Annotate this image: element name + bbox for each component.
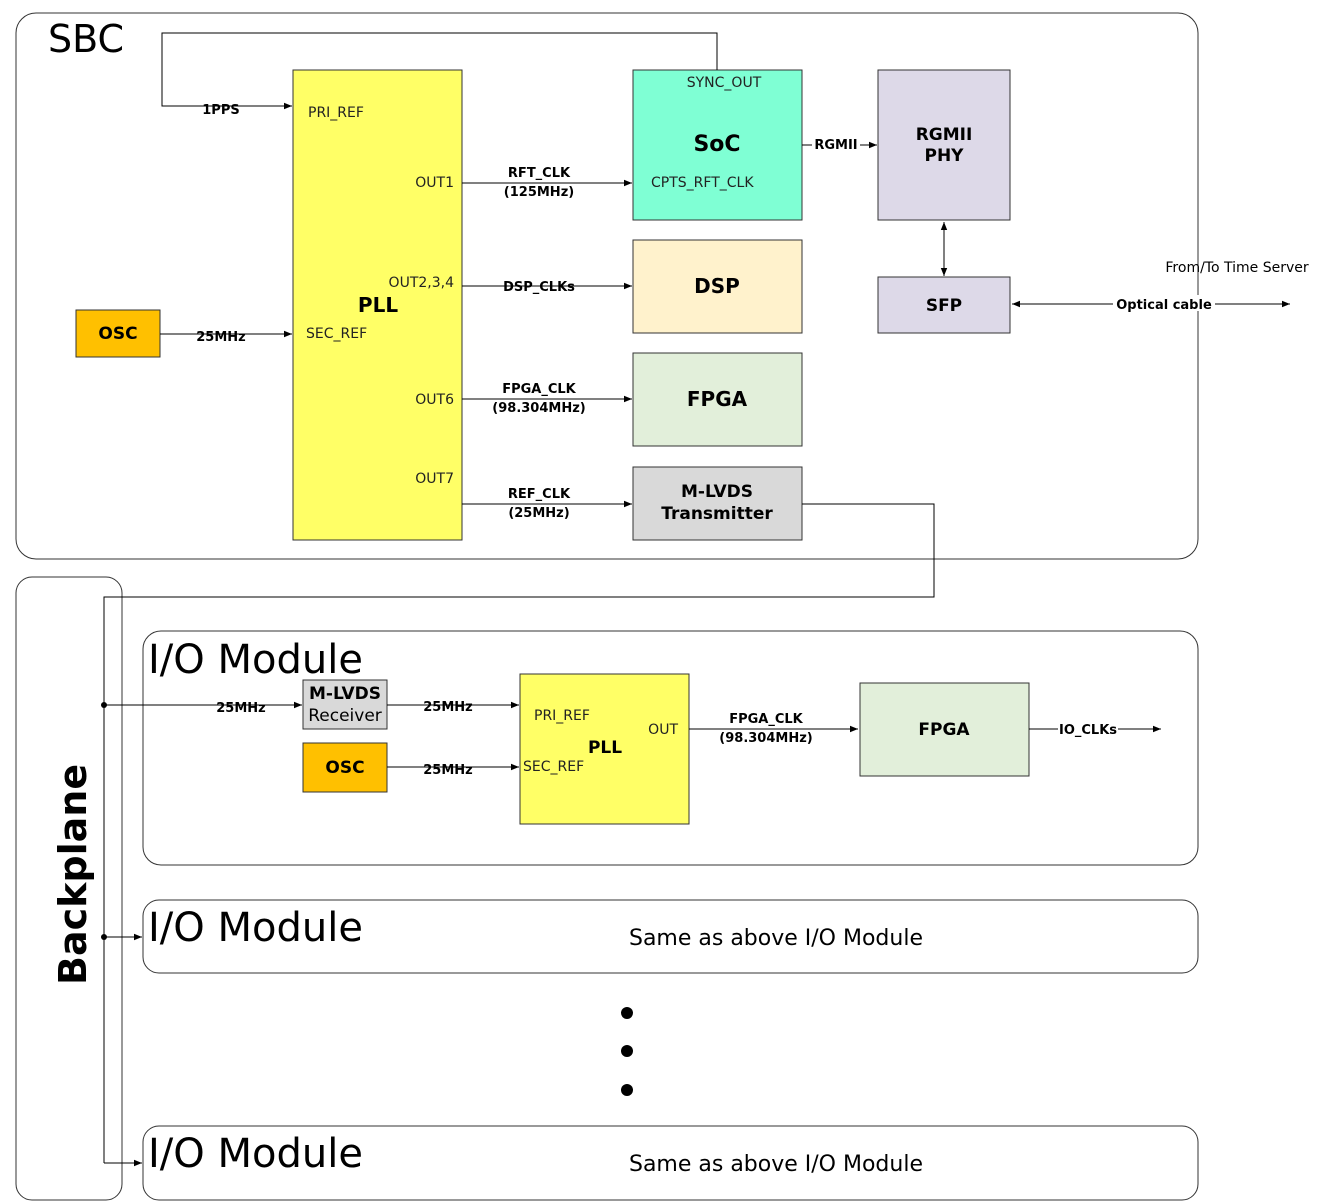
backplane-label: Backplane xyxy=(51,764,95,985)
pll-pri-ref-port: PRI_REF xyxy=(308,105,364,121)
io-fpga-label: FPGA xyxy=(918,720,970,740)
mlvds-transmitter-block xyxy=(632,466,803,541)
io-module-n-container xyxy=(142,1125,1199,1201)
mlvds-receiver-line2: Receiver xyxy=(308,706,382,726)
dsp-label: DSP xyxy=(694,274,740,298)
io-clks-label-bg xyxy=(1058,721,1118,737)
io-module-n-note: Same as above I/O Module xyxy=(629,1152,923,1177)
io-pll-block xyxy=(519,673,690,825)
backplane-container xyxy=(15,576,123,1201)
pll-out1-port: OUT1 xyxy=(415,175,454,191)
rft-clk-line1: RFT_CLK xyxy=(508,166,571,181)
io-module-2-container xyxy=(142,899,1199,974)
sbc-title: SBC xyxy=(48,17,124,61)
io-fpga-clk-line2: (98.304MHz) xyxy=(719,731,812,746)
sbc-pll-block xyxy=(292,69,463,541)
pll-out6-port: OUT6 xyxy=(415,392,454,408)
io-pll-pri-ref-port: PRI_REF xyxy=(534,708,590,724)
io-pll-out-port: OUT xyxy=(648,722,678,738)
sbc-fpga-label: FPGA xyxy=(687,387,748,411)
1pps-label: 1PPS xyxy=(202,103,239,118)
io-in-25mhz-label: 25MHz xyxy=(216,701,265,716)
soc-sync-out-port: SYNC_OUT xyxy=(687,75,762,91)
rft-clk-line2: (125MHz) xyxy=(504,185,574,200)
dsp-block xyxy=(632,239,803,334)
optical-label-bg xyxy=(1113,295,1215,311)
ref-clk-line1: REF_CLK xyxy=(508,487,571,502)
ellipsis-dot xyxy=(621,1007,633,1019)
soc-cpts-port: CPTS_RFT_CLK xyxy=(651,175,754,191)
1pps-wire xyxy=(161,32,718,110)
rgmii-phy-line1: RGMII xyxy=(916,125,973,145)
io-fpga-clk-line1: FPGA_CLK xyxy=(729,712,803,727)
io-fpga-block xyxy=(859,682,1030,777)
optical-cable-label: Optical cable xyxy=(1116,298,1212,313)
io-osc-25mhz-label: 25MHz xyxy=(423,763,472,778)
sbc-pll-label: PLL xyxy=(358,293,398,317)
soc-label: SoC xyxy=(693,132,740,157)
sbc-osc-label: OSC xyxy=(98,324,137,344)
rgmii-phy-block xyxy=(877,69,1011,221)
mlvds-receiver-block xyxy=(302,679,388,730)
ellipsis-dot xyxy=(621,1084,633,1096)
sfp-label: SFP xyxy=(926,296,962,316)
io-module-2-note: Same as above I/O Module xyxy=(629,926,923,951)
ellipsis-dot xyxy=(621,1045,633,1057)
sbc-fpga-clk-line1: FPGA_CLK xyxy=(502,382,576,397)
rgmii-label-bg xyxy=(812,136,860,152)
rx-25mhz-label: 25MHz xyxy=(423,700,472,715)
io-module-1-title: I/O Module xyxy=(148,637,363,683)
dsp-clks-label: DSP_CLKs xyxy=(503,280,575,295)
io-pll-label: PLL xyxy=(588,738,622,758)
time-server-label: From/To Time Server xyxy=(1165,260,1308,276)
mlvds-backplane-wire xyxy=(103,503,935,1163)
io-pll-sec-ref-port: SEC_REF xyxy=(523,759,584,775)
osc-25mhz-label: 25MHz xyxy=(196,330,245,345)
io-module-2-title: I/O Module xyxy=(148,905,363,951)
mlvds-receiver-line1: M-LVDS xyxy=(309,684,381,704)
sfp-block xyxy=(877,276,1011,334)
io-osc-label: OSC xyxy=(325,758,364,778)
sbc-fpga-clk-line2: (98.304MHz) xyxy=(492,401,585,416)
rgmii-phy-line2: PHY xyxy=(925,146,965,166)
pll-sec-ref-port: SEC_REF xyxy=(306,326,367,342)
io-clks-label: IO_CLKs xyxy=(1059,723,1117,738)
rgmii-label: RGMII xyxy=(814,138,857,153)
mlvds-transmitter-line2: Transmitter xyxy=(661,504,773,524)
io-module-n-title: I/O Module xyxy=(148,1131,363,1177)
io-osc-block xyxy=(302,742,388,793)
soc-block xyxy=(632,69,803,221)
ref-clk-line2: (25MHz) xyxy=(508,506,569,521)
pll-out234-port: OUT2,3,4 xyxy=(389,275,455,291)
junction-dot xyxy=(101,934,107,940)
mlvds-transmitter-line1: M-LVDS xyxy=(681,482,753,502)
sbc-fpga-block xyxy=(632,352,803,447)
pll-out7-port: OUT7 xyxy=(415,471,454,487)
